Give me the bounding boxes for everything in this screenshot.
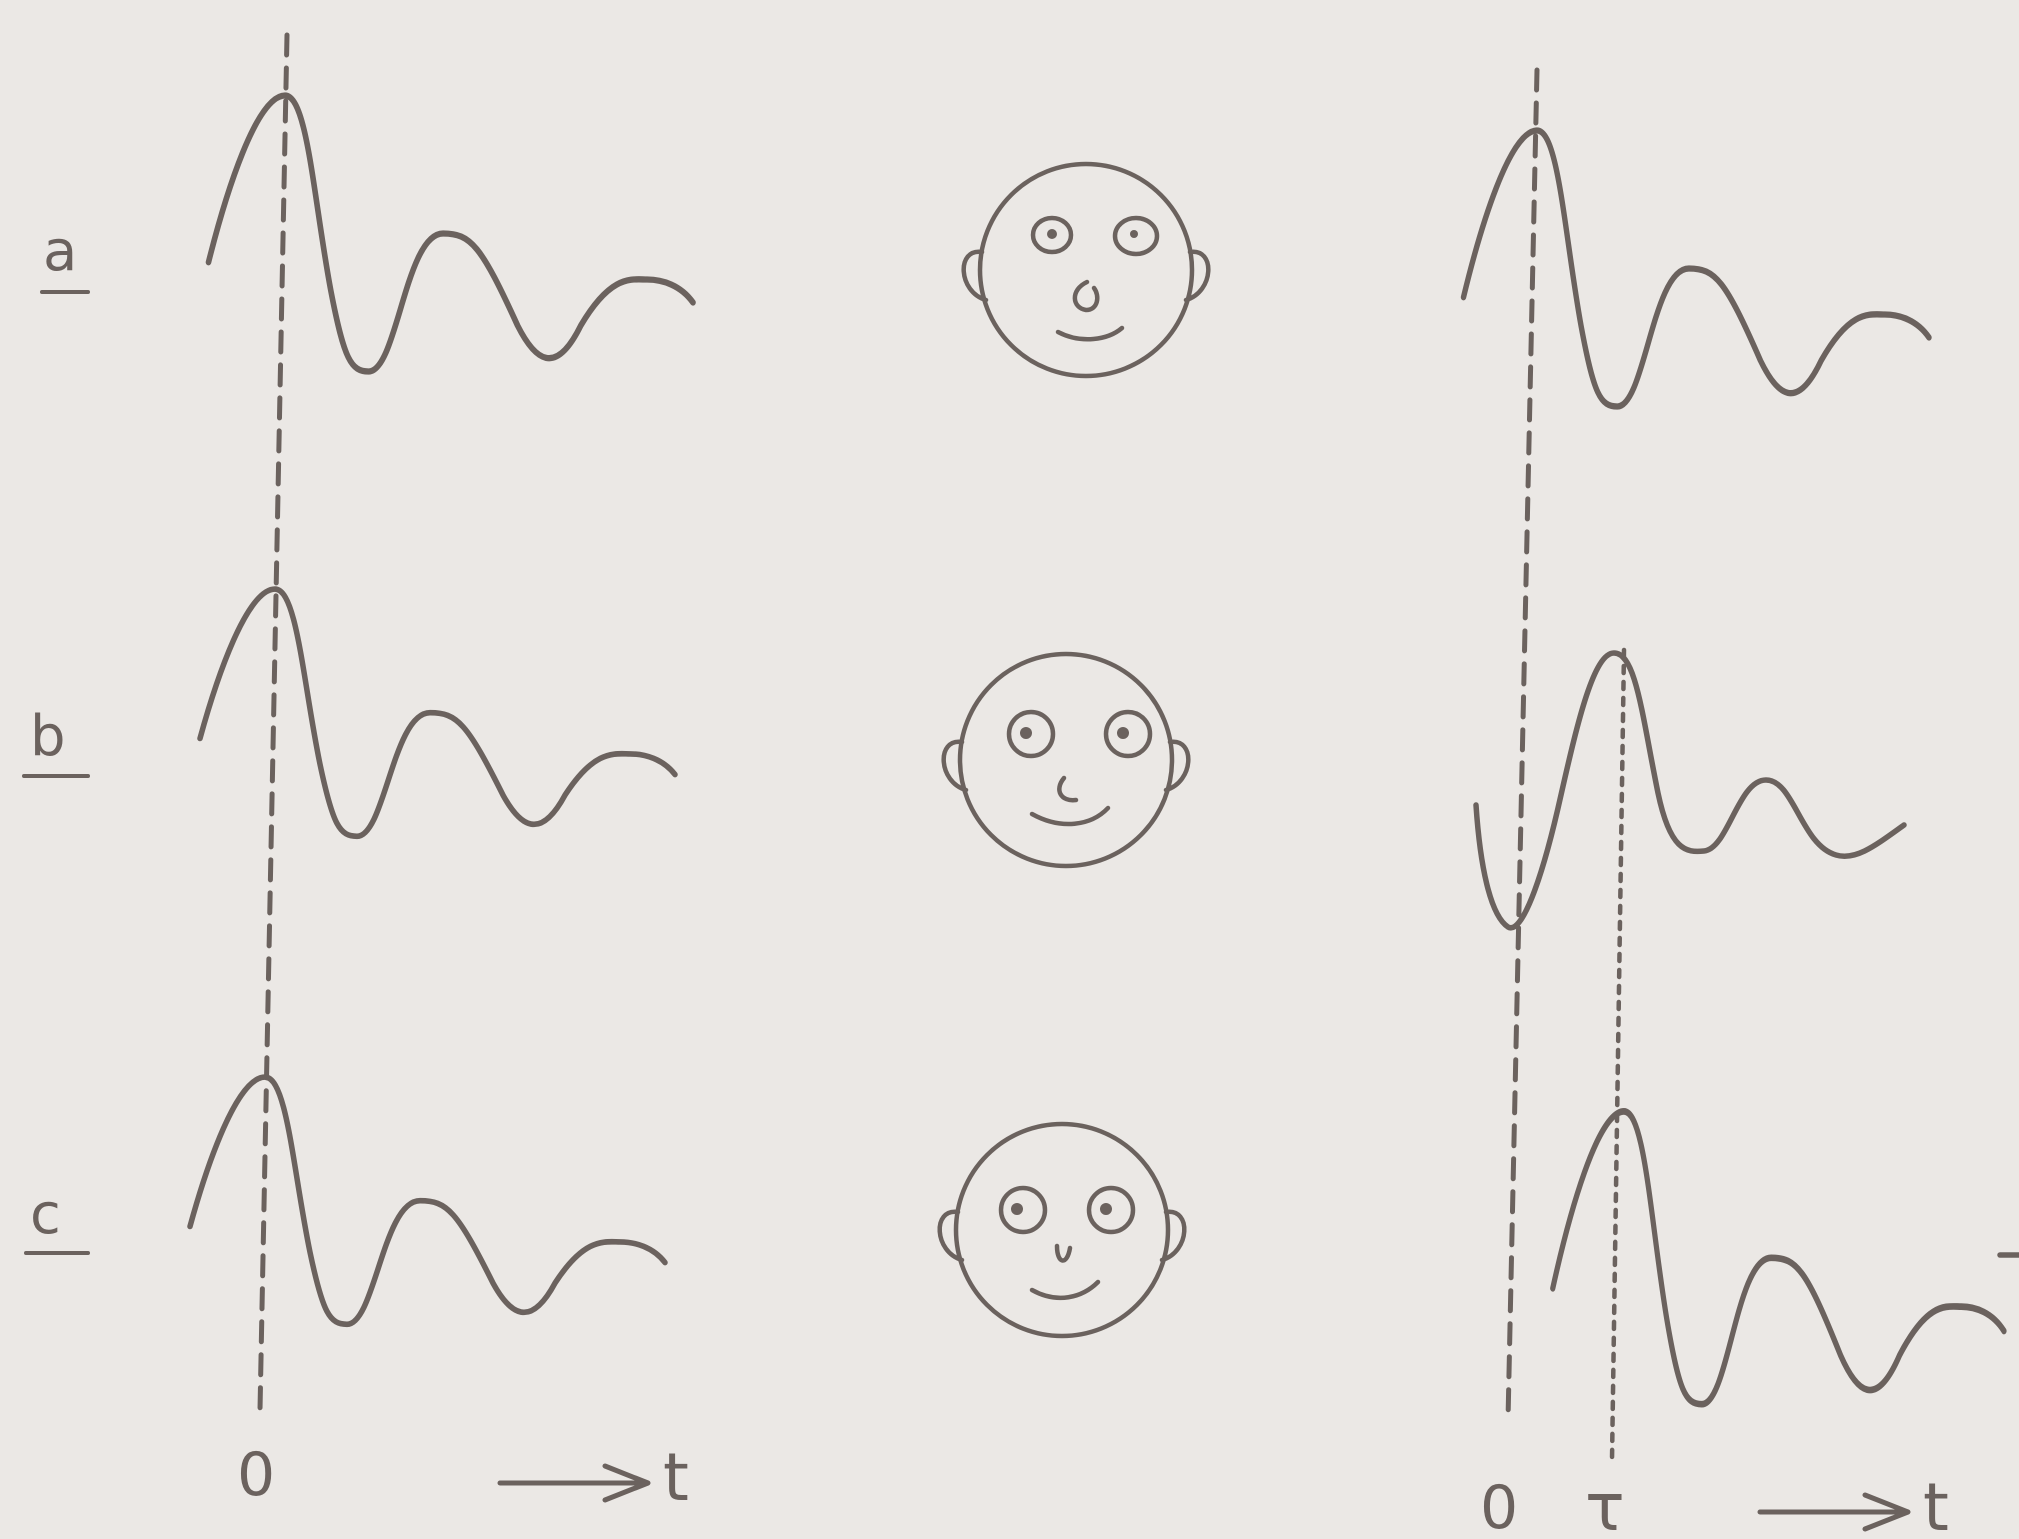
right-tau-line [1612,650,1624,1460]
left-panel: 0 t [190,35,693,1516]
right-panel: 0 τ t [1464,70,2019,1539]
left-time-arrow [500,1466,648,1500]
row-c-label: c [30,1182,61,1247]
head-c-icon [940,1124,1185,1336]
row-label-a: a [42,219,88,292]
right-time-zero-line [1508,70,1537,1420]
right-tau-label: τ [1585,1469,1625,1539]
row-label-c: c [26,1182,88,1253]
right-waveform-c [1553,1111,2004,1404]
right-axis-label: t [1923,1469,1949,1539]
right-time-arrow [1760,1495,1908,1529]
row-label-b: b [24,704,88,776]
left-time-zero-line [260,35,287,1410]
row-b-label: b [30,704,66,769]
right-waveform-b [1476,653,1904,928]
head-b-icon [944,654,1189,866]
left-axis-label: t [663,1439,689,1516]
head-a-icon [964,164,1209,376]
left-origin-label: 0 [237,1440,275,1510]
row-a-label: a [43,219,77,284]
right-origin-label: 0 [1480,1473,1518,1539]
